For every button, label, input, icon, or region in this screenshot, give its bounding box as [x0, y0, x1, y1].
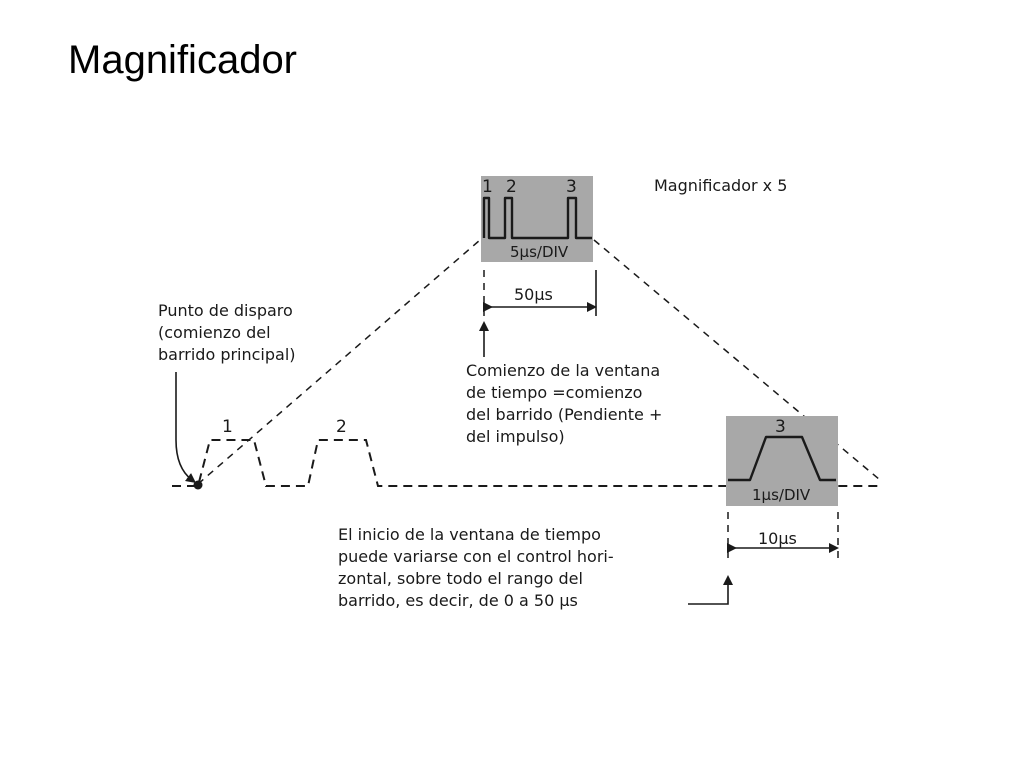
upper-screen: 1 2 3 5µs/DIV — [481, 176, 593, 262]
upper-span-label: 50µs — [514, 285, 553, 304]
svg-text:zontal, sobre todo el rango de: zontal, sobre todo el rango del — [338, 569, 583, 588]
trigger-arrow — [175, 372, 196, 484]
svg-text:barrido principal): barrido principal) — [158, 345, 296, 364]
svg-text:Punto de disparo: Punto de disparo — [158, 301, 293, 320]
window-variation-note: El inicio de la ventana de tiempo puede … — [338, 525, 614, 610]
lower-pulse-label-3: 3 — [775, 417, 786, 437]
svg-text:barrido, es decir, de 0 a 50 µ: barrido, es decir, de 0 a 50 µs — [338, 591, 578, 610]
upper-span-dimension: 50µs — [483, 270, 597, 316]
svg-text:del impulso): del impulso) — [466, 427, 565, 446]
trigger-point — [193, 480, 203, 490]
upper-pulse-label-3: 3 — [566, 177, 577, 197]
lower-screen: 3 1µs/DIV — [726, 416, 838, 506]
upper-pulse-label-1: 1 — [482, 177, 493, 197]
lower-span-dimension: 10µs — [727, 512, 839, 560]
lower-screen-waveform — [728, 435, 836, 482]
magnifier-label: Magnificador x 5 — [654, 176, 787, 195]
lower-scale-label: 1µs/DIV — [752, 486, 811, 504]
projection-line-left — [197, 239, 481, 485]
upper-pulse-label-2: 2 — [506, 177, 517, 197]
lower-screen-background — [726, 416, 838, 506]
svg-text:El inicio de la ventana de tie: El inicio de la ventana de tiempo — [338, 525, 601, 544]
upper-screen-waveform — [482, 196, 592, 240]
trigger-note: Punto de disparo (comienzo del barrido p… — [158, 301, 296, 364]
upper-screen-background — [481, 176, 593, 262]
window-start-note: Comienzo de la ventana de tiempo =comien… — [466, 361, 662, 446]
window-variation-arrow — [688, 575, 733, 605]
svg-text:puede variarse con el control: puede variarse con el control hori- — [338, 547, 614, 566]
svg-text:del barrido (Pendiente +: del barrido (Pendiente + — [466, 405, 662, 424]
lower-span-label: 10µs — [758, 529, 797, 548]
upper-scale-label: 5µs/DIV — [510, 243, 569, 261]
main-pulse-label-1: 1 — [222, 417, 233, 437]
svg-text:Comienzo de la ventana: Comienzo de la ventana — [466, 361, 660, 380]
main-pulse-label-2: 2 — [336, 417, 347, 437]
slide-title: Magnificador — [68, 38, 298, 82]
svg-text:de tiempo =comienzo: de tiempo =comienzo — [466, 383, 642, 402]
svg-text:(comienzo del: (comienzo del — [158, 323, 271, 342]
main-sweep-trace — [172, 439, 882, 487]
projection-line-right — [593, 239, 881, 481]
